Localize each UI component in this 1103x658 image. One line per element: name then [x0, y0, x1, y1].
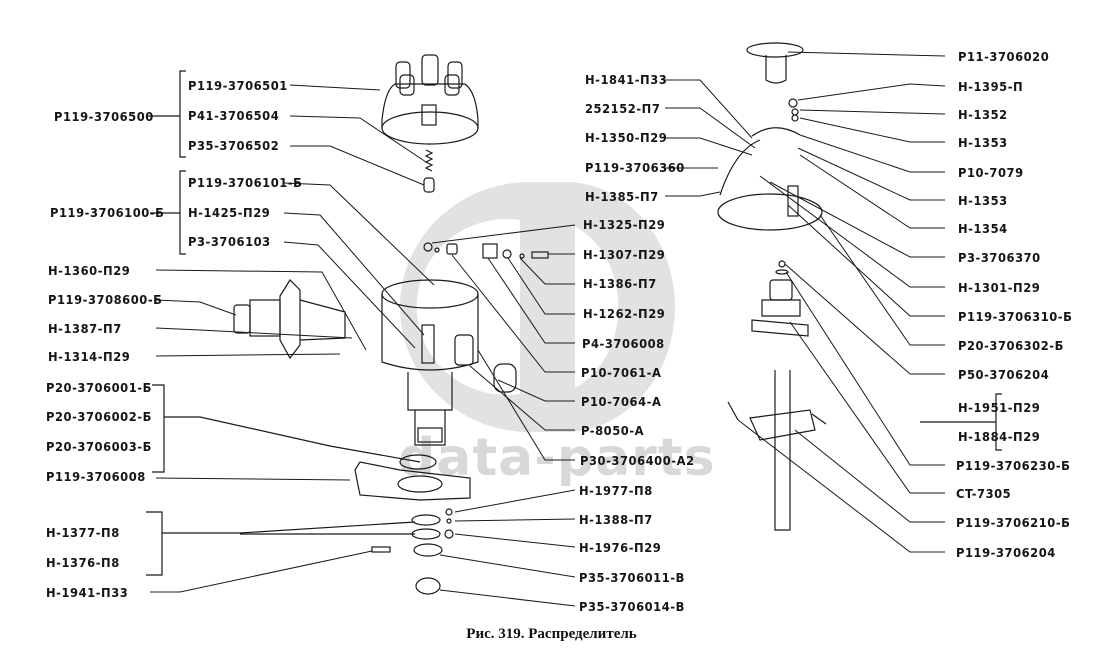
drive-shaft: [727, 370, 827, 531]
part-label: P10-7061-A: [581, 365, 662, 380]
part-label: P3-3706370: [958, 250, 1041, 265]
vacuum-regulator: [233, 279, 346, 360]
bracket-washer-group: [146, 511, 416, 576]
part-label: H-1353: [958, 193, 1008, 208]
part-label: P3-3706103: [188, 234, 271, 249]
mounting-plate: [354, 454, 471, 501]
part-label: H-1387-П7: [48, 321, 122, 336]
part-label: CT-7305: [956, 486, 1012, 501]
part-label: H-1941-П33: [46, 585, 129, 600]
part-label: H-1352: [958, 107, 1008, 122]
part-label: H-1314-П29: [48, 349, 131, 364]
distributor-housing: [381, 279, 479, 446]
bracket-cap-group: [148, 70, 186, 158]
part-label: H-1262-П29: [583, 306, 666, 321]
leader-lines: [150, 51, 946, 607]
part-label: H-1388-П7: [579, 512, 653, 527]
part-label: P11-3706020: [958, 49, 1050, 64]
part-label: P119-3708600-Б: [48, 292, 163, 307]
part-label: P119-3706501: [188, 78, 288, 93]
part-label: H-1325-П29: [583, 217, 666, 232]
distributor-cap: [381, 54, 479, 145]
watermark-text: data-parts: [398, 428, 716, 488]
part-label: H-1354: [958, 221, 1008, 236]
part-label: P10-7079: [958, 165, 1024, 180]
part-label: P119-3706008: [46, 469, 146, 484]
part-label: H-1425-П29: [188, 205, 271, 220]
rotor: [746, 42, 804, 84]
part-label: P4-3706008: [582, 336, 665, 351]
part-label: P20-3706002-Б: [46, 409, 152, 424]
part-label: H-1977-П8: [579, 483, 653, 498]
bracket-pin-group: [920, 393, 1002, 451]
part-label-cap-assembly: P119-3706500: [54, 109, 154, 124]
part-label: H-1386-П7: [583, 276, 657, 291]
part-label: P-8050-A: [581, 423, 645, 438]
part-label: H-1951-П29: [958, 400, 1041, 415]
part-label: P119-3706310-Б: [958, 309, 1073, 324]
part-label: H-1976-П29: [579, 540, 662, 555]
part-label: P10-7064-A: [581, 394, 662, 409]
cam-bushing: [751, 260, 809, 337]
small-parts-row: [423, 242, 549, 259]
part-label: P119-3706230-Б: [956, 458, 1071, 473]
bracket-plate-group: [152, 384, 421, 473]
figure-caption: Рис. 319. Распределитель: [466, 626, 637, 642]
part-label: H-1385-П7: [585, 189, 659, 204]
spring-and-carbon-brush: [423, 149, 435, 193]
breaker-plate: [717, 98, 823, 231]
part-label: H-1377-П8: [46, 525, 120, 540]
part-label: P119-3706204: [956, 545, 1056, 560]
part-label: P41-3706504: [188, 108, 280, 123]
part-label: H-1353: [958, 135, 1008, 150]
part-label: H-1350-П29: [585, 130, 668, 145]
part-label: H-1884-П29: [958, 429, 1041, 444]
part-label: H-1301-П29: [958, 280, 1041, 295]
part-label: H-1307-П29: [583, 247, 666, 262]
part-label: P20-3706302-Б: [958, 338, 1064, 353]
bracket-body-group: [150, 170, 186, 255]
part-label: P35-3706502: [188, 138, 280, 153]
part-label: P119-3706210-Б: [956, 515, 1071, 530]
part-label: H-1360-П29: [48, 263, 131, 278]
part-label: H-1395-П: [958, 79, 1024, 94]
part-label: 252152-П7: [585, 101, 661, 116]
part-label-body-assembly: P119-3706100-Б: [50, 205, 165, 220]
part-label: P20-3706003-Б: [46, 439, 152, 454]
part-label: P30-3706400-A2: [580, 453, 695, 468]
part-label: P119-3706360: [585, 160, 685, 175]
part-label: P20-3706001-Б: [46, 380, 152, 395]
part-label: H-1376-П8: [46, 555, 120, 570]
drive-gear: [493, 363, 517, 393]
part-label: P35-3706011-B: [579, 570, 685, 585]
part-label: P50-3706204: [958, 367, 1050, 382]
part-label: P35-3706014-B: [579, 599, 685, 614]
part-label: P119-3706101-Б: [188, 175, 303, 190]
part-label: H-1841-П33: [585, 72, 668, 87]
bottom-washers: [371, 508, 454, 595]
